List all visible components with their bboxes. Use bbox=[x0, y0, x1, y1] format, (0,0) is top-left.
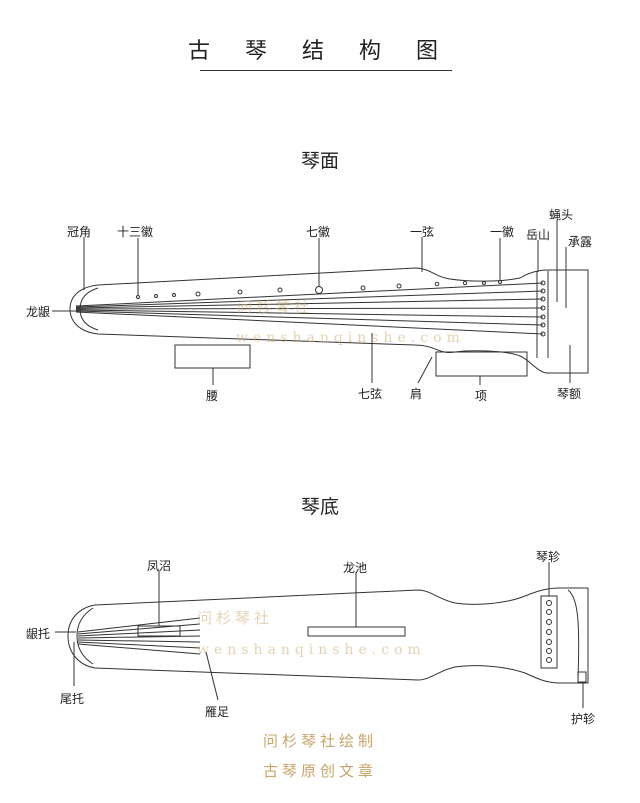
peg-5 bbox=[547, 640, 552, 645]
string-3 bbox=[76, 299, 543, 308]
hui-3 bbox=[463, 281, 466, 284]
bottom-string-1 bbox=[78, 618, 200, 632]
label-yao: 腰 bbox=[206, 389, 219, 403]
hui-11 bbox=[173, 294, 176, 297]
label-qihui: 七徽 bbox=[306, 225, 331, 239]
hui-2 bbox=[483, 282, 486, 285]
label-qine: 琴额 bbox=[557, 387, 582, 401]
string-1 bbox=[76, 283, 543, 306]
label-yihui: 一徽 bbox=[490, 225, 515, 239]
string-2 bbox=[76, 291, 543, 307]
label-jian: 肩 bbox=[410, 387, 423, 401]
label-huzhen: 护轸 bbox=[571, 712, 596, 726]
label-qinzhen: 琴轸 bbox=[536, 550, 561, 564]
label-guanjiao: 冠角 bbox=[67, 225, 92, 239]
string-7 bbox=[76, 312, 543, 334]
label-qixian: 七弦 bbox=[358, 387, 383, 401]
label-chenglu: 承露 bbox=[568, 235, 593, 249]
hui-6 bbox=[361, 286, 365, 290]
hui-12 bbox=[155, 295, 158, 298]
top-watermark-url: wenshanqinshe.com bbox=[236, 330, 465, 346]
label-fengzhao: 凤沼 bbox=[147, 559, 172, 573]
label-yixian: 一弦 bbox=[410, 225, 435, 239]
hui-5 bbox=[397, 284, 401, 288]
hui-10 bbox=[196, 292, 200, 296]
peg-6 bbox=[547, 649, 552, 654]
page-title: 古 琴 结 构 图 bbox=[188, 39, 452, 64]
string-hole-3 bbox=[541, 297, 545, 301]
bottom-tail-curve bbox=[77, 608, 93, 664]
peg-2 bbox=[547, 610, 552, 615]
credit-line-1: 问杉琴社绘制 bbox=[262, 732, 377, 750]
peg-1 bbox=[547, 601, 552, 606]
peg-4 bbox=[547, 630, 552, 635]
label-yingtou: 蝇头 bbox=[549, 208, 574, 222]
bottom-string-7 bbox=[78, 644, 200, 654]
string-4 bbox=[76, 308, 543, 309]
peg-3 bbox=[547, 620, 552, 625]
label-longchi: 龙池 bbox=[343, 561, 368, 575]
label-yintuo: 龈托 bbox=[26, 627, 51, 641]
string-5 bbox=[76, 310, 543, 317]
label-weituo: 尾托 bbox=[60, 692, 85, 706]
yao-bracket bbox=[175, 345, 250, 368]
bottom-watermark-name: 问杉琴社 bbox=[197, 609, 274, 627]
credit-line-2: 古琴原创文章 bbox=[262, 762, 377, 780]
leader-jian bbox=[418, 357, 432, 383]
string-hole-1 bbox=[541, 281, 545, 285]
title-underline bbox=[200, 70, 452, 71]
string-6 bbox=[76, 311, 543, 325]
hui-13 bbox=[137, 296, 140, 299]
label-yueshan: 岳山 bbox=[526, 228, 551, 242]
string-hole-6 bbox=[541, 323, 545, 327]
peg-7 bbox=[547, 658, 552, 663]
bottom-watermark-url: wenshanqinshe.com bbox=[197, 642, 426, 658]
huzhen-block bbox=[578, 672, 586, 682]
leader-yanzu bbox=[206, 652, 218, 700]
huzhen-curve bbox=[568, 590, 579, 680]
string-hole-4 bbox=[541, 306, 545, 310]
top-watermark-name: 问杉琴社 bbox=[237, 298, 314, 316]
top-view-heading: 琴面 bbox=[300, 150, 339, 172]
hui-4 bbox=[435, 282, 439, 286]
label-yanzu: 雁足 bbox=[205, 705, 230, 719]
hui-9 bbox=[238, 290, 242, 294]
label-longyin: 龙龈 bbox=[26, 305, 51, 319]
bottom-string-5 bbox=[78, 640, 200, 642]
longchi-hole bbox=[308, 627, 405, 636]
hui-1 bbox=[499, 281, 502, 284]
string-hole-5 bbox=[541, 315, 545, 319]
bottom-view-heading: 琴底 bbox=[300, 496, 339, 518]
xiang-bracket bbox=[436, 352, 527, 376]
label-xiang: 项 bbox=[475, 389, 488, 403]
label-shisanhui: 十三徽 bbox=[117, 225, 154, 239]
top-body-outline bbox=[70, 268, 588, 373]
string-hole-2 bbox=[541, 289, 545, 293]
bottom-string-6 bbox=[78, 642, 200, 648]
hui-8 bbox=[278, 288, 282, 292]
string-hole-7 bbox=[541, 332, 545, 336]
hui-7 bbox=[316, 287, 323, 294]
